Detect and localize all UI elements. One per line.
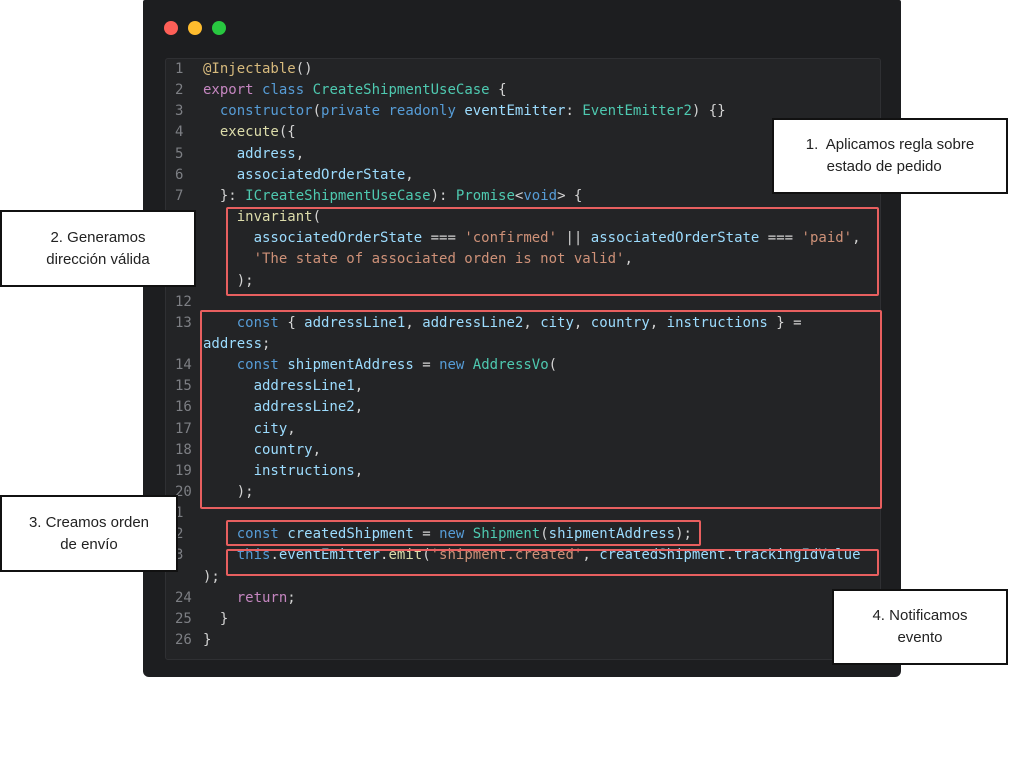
code-line: } <box>203 632 212 648</box>
line-number: 17 <box>175 421 192 437</box>
line-number: 24 <box>175 590 192 606</box>
code-line: constructor(private readonly eventEmitte… <box>219 103 726 119</box>
code-line: }: ICreateShipmentUseCase): Promise<void… <box>219 188 583 204</box>
line-number: 26 <box>175 632 192 648</box>
callout-apply-rule-text: 1. Aplicamos regla sobre estado de pedid… <box>805 136 975 175</box>
line-number: 3 <box>175 547 184 563</box>
callout-notify-event: 4. Notificamos evento <box>832 589 1008 665</box>
line-number: 1 <box>175 505 184 521</box>
code-line: return; <box>236 590 296 606</box>
line-number: 5 <box>175 146 184 162</box>
line-number: 13 <box>175 315 192 331</box>
line-number: 2 <box>175 82 184 98</box>
code-line: @Injectable() <box>203 61 313 77</box>
code-line: const createdShipment = new Shipment(shi… <box>236 526 692 542</box>
code-line: execute({ <box>219 124 296 140</box>
line-number: 16 <box>175 399 192 415</box>
code-line: addressLine2, <box>253 399 364 415</box>
code-line: export class CreateShipmentUseCase { <box>203 82 507 98</box>
code-line: country, <box>253 442 322 458</box>
code-line: this.eventEmitter.emit('shipment.created… <box>236 547 861 563</box>
highlight-shipment <box>226 520 701 546</box>
code-editor-window <box>143 0 901 677</box>
code-line: address, <box>236 146 305 162</box>
line-number: 15 <box>175 378 192 394</box>
line-number <box>175 567 195 588</box>
code-line: address; <box>203 336 271 352</box>
callout-create-order-text: 3. Creamos orden de envío <box>28 513 150 553</box>
highlight-address <box>200 310 882 509</box>
code-line: invariant( <box>236 209 322 225</box>
line-number: 14 <box>175 357 192 373</box>
line-number: 7 <box>175 188 184 204</box>
line-number: 19 <box>175 463 192 479</box>
line-number: 3 <box>175 103 184 119</box>
line-number <box>175 334 195 355</box>
minimize-window-icon[interactable] <box>188 21 202 35</box>
code-line: const { addressLine1, addressLine2, city… <box>236 315 802 331</box>
close-window-icon[interactable] <box>164 21 178 35</box>
line-number: 2 <box>175 526 184 542</box>
callout-create-order: 3. Creamos orden de envío <box>0 495 178 572</box>
code-line: } <box>219 611 229 627</box>
callout-apply-rule: 1. Aplicamos regla sobre estado de pedid… <box>772 118 1008 194</box>
callout-notify-event-text: 4. Notificamos evento <box>872 607 968 646</box>
callout-generate-address-text: 2. Generamos dirección válida <box>46 228 150 268</box>
code-line: associatedOrderState === 'confirmed' || … <box>253 230 861 246</box>
line-number: 4 <box>175 124 184 140</box>
code-line: addressLine1, <box>253 378 364 394</box>
code-line: 'The state of associated orden is not va… <box>253 251 633 267</box>
line-number: 25 <box>175 611 192 627</box>
code-area <box>165 58 881 660</box>
code-line: ); <box>203 569 220 585</box>
highlight-invariant <box>226 207 879 296</box>
code-line: ); <box>236 273 254 289</box>
line-number: 6 <box>175 167 184 183</box>
highlight-emit <box>226 549 879 576</box>
callout-generate-address: 2. Generamos dirección válida <box>0 210 196 287</box>
maximize-window-icon[interactable] <box>212 21 226 35</box>
code-line: instructions, <box>253 463 364 479</box>
code-line: const shipmentAddress = new AddressVo( <box>236 357 558 373</box>
line-number: 18 <box>175 442 192 458</box>
line-number: 1 <box>175 61 184 77</box>
line-number: 20 <box>175 484 192 500</box>
code-line: city, <box>253 421 296 437</box>
code-line: ); <box>236 484 254 500</box>
code-line: associatedOrderState, <box>236 167 414 183</box>
line-number: 12 <box>175 294 192 310</box>
